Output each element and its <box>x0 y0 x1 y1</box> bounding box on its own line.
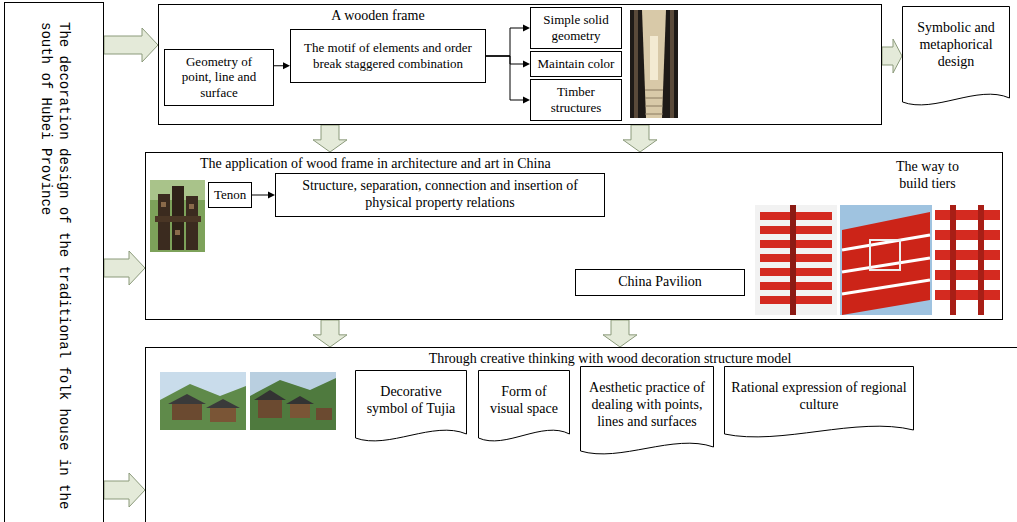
document-shape: Decorative symbol of Tujia <box>355 370 467 446</box>
process-box: Timber structures <box>530 79 622 121</box>
node-text: Form of visual space <box>483 384 565 418</box>
block-arrow-connector <box>623 125 657 152</box>
process-box: Geometry of point, line and surface <box>164 49 274 106</box>
node-text: Decorative symbol of Tujia <box>360 384 462 418</box>
block-arrow <box>104 28 158 62</box>
connector-line <box>252 195 269 196</box>
block-arrow-connector <box>603 320 637 347</box>
connector-arrow <box>486 56 530 68</box>
block-arrow <box>313 125 347 152</box>
node-text: Structure, separation, connection and in… <box>281 178 599 212</box>
node-text: China Pavilion <box>581 274 739 291</box>
connector-arrow <box>486 25 530 57</box>
node-text: Aesthetic practice of dealing with point… <box>585 380 709 430</box>
tenon-sculpture-photo <box>150 180 205 252</box>
arrow-head <box>268 192 275 199</box>
document-border <box>903 7 1010 105</box>
document-border <box>479 371 570 441</box>
connector-arrow <box>486 56 530 104</box>
corridor-photo <box>630 10 678 118</box>
panel-heading: The application of wood frame in archite… <box>200 156 620 173</box>
connector-line <box>486 28 524 56</box>
process-box: Maintain color <box>530 51 622 77</box>
arrow-head <box>523 61 530 68</box>
block-arrow <box>603 320 637 347</box>
document-border <box>356 371 467 441</box>
connector-line <box>486 56 524 100</box>
document-border <box>725 367 914 437</box>
section-panel: The application of wood frame in archite… <box>145 152 1003 320</box>
process-box: Simple solid geometry <box>530 7 622 49</box>
process-box: Tenon <box>208 182 252 208</box>
image-caption: The way to build tiers <box>880 159 975 193</box>
section-panel: A wooden frameGeometry of point, line an… <box>158 4 882 125</box>
node-text: Tenon <box>214 187 246 203</box>
document-shape: Aesthetic practice of dealing with point… <box>580 366 714 459</box>
node-text: Rational expression of regional culture <box>729 380 909 414</box>
node-text: The decoration design of the traditional… <box>37 22 72 512</box>
panel-heading: Through creative thinking with wood deco… <box>300 351 920 368</box>
connector-arrow <box>274 62 290 69</box>
node-text: Timber structures <box>536 84 616 115</box>
node-text: The motif of elements and order break st… <box>296 40 480 71</box>
tujia-village-photos <box>160 372 336 430</box>
node-text: Simple solid geometry <box>536 12 616 43</box>
panel-heading: A wooden frame <box>278 8 478 25</box>
block-arrow <box>882 39 902 73</box>
document-outline <box>580 366 714 459</box>
process-box: Structure, separation, connection and in… <box>275 173 605 217</box>
connector-arrow <box>252 192 275 199</box>
topic-box: The decoration design of the traditional… <box>4 2 104 522</box>
node-text: Geometry of point, line and surface <box>170 54 268 101</box>
node-text: Maintain color <box>536 56 616 72</box>
block-arrow-connector <box>104 28 158 62</box>
document-border <box>581 367 714 454</box>
block-arrow <box>104 473 145 507</box>
arrow-head <box>523 97 530 104</box>
block-arrow <box>313 320 347 347</box>
arrow-head <box>283 62 290 69</box>
document-shape: Rational expression of regional culture <box>724 366 914 442</box>
pavilion-photos <box>755 205 1000 315</box>
arrow-head <box>523 25 530 32</box>
connector-line <box>486 56 524 64</box>
block-arrow-connector <box>104 251 145 285</box>
block-arrow-connector <box>313 125 347 152</box>
section-panel: Through creative thinking with wood deco… <box>145 347 1017 522</box>
block-arrow-connector <box>104 473 145 507</box>
document-shape: Form of visual space <box>478 370 570 446</box>
block-arrow <box>623 125 657 152</box>
process-box: The motif of elements and order break st… <box>290 29 486 83</box>
process-box: China Pavilion <box>575 269 745 296</box>
node-text: Symbolic and metaphorical design <box>907 20 1005 70</box>
block-arrow <box>104 251 145 285</box>
block-arrow-connector <box>882 39 902 73</box>
connector-line <box>274 65 284 66</box>
document-shape: Symbolic and metaphorical design <box>902 6 1010 110</box>
block-arrow-connector <box>313 320 347 347</box>
